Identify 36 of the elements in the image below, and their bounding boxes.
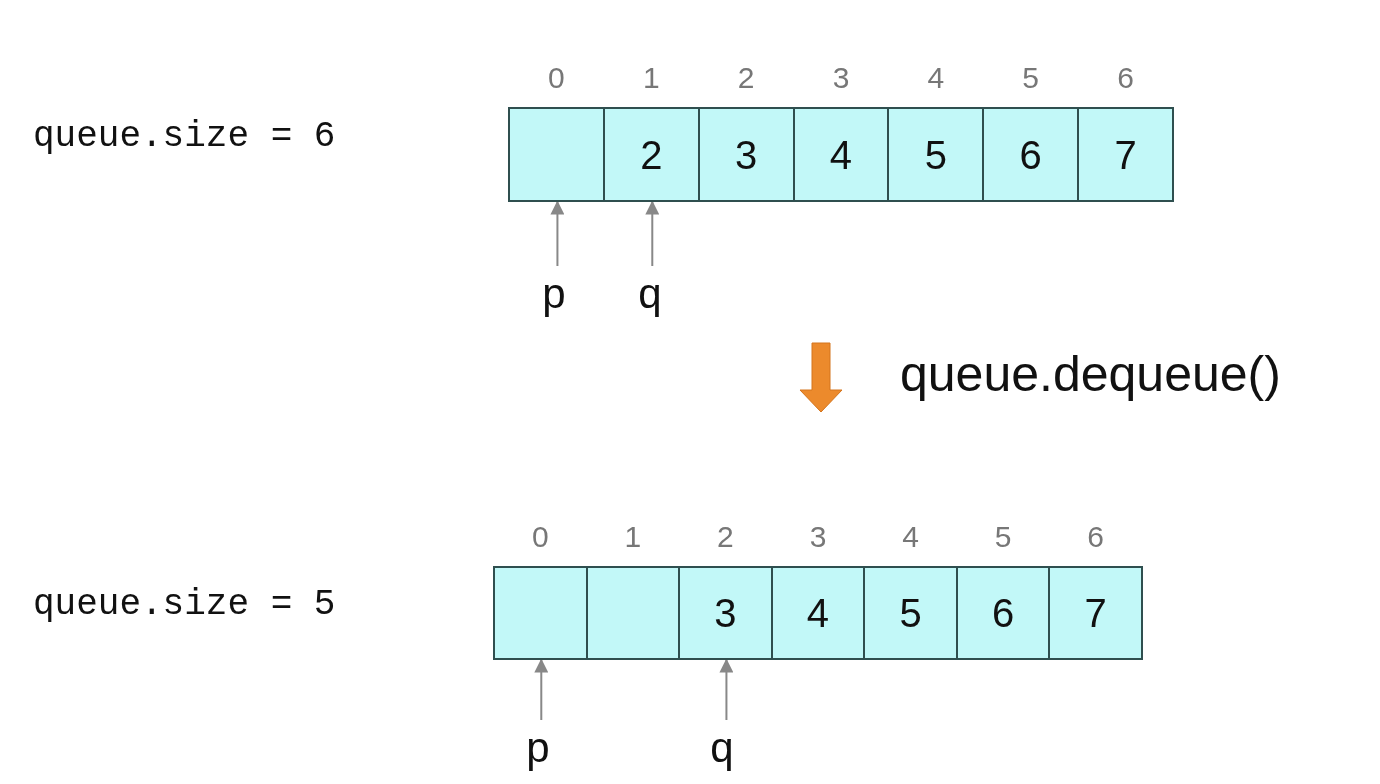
pointer-arrow: [719, 658, 734, 721]
cell-value: 7: [1113, 132, 1138, 177]
pointer-arrow: [534, 658, 549, 721]
cell-value: 3: [713, 590, 738, 636]
index-number: 3: [808, 520, 828, 554]
index-number: 6: [1116, 61, 1135, 95]
index-number: 2: [736, 61, 756, 95]
index-number: 1: [623, 520, 643, 554]
size-label: queue.size = 5: [33, 584, 336, 625]
operation-label: queue.dequeue(): [900, 345, 1281, 403]
pointer-label: q: [702, 726, 742, 770]
index-number: 4: [926, 61, 946, 95]
cell-value: 5: [923, 132, 948, 177]
cell-value: 6: [1018, 132, 1043, 177]
cell-value: 5: [898, 590, 923, 636]
pointer-label: p: [518, 726, 558, 770]
index-number: 5: [1021, 61, 1041, 95]
cell-value: 7: [1083, 590, 1108, 636]
index-number: 1: [641, 61, 661, 95]
index-number: 5: [993, 520, 1013, 554]
index-number: 6: [1086, 520, 1106, 554]
cell-value: 2: [639, 132, 664, 177]
pointer-arrow: [550, 200, 565, 267]
cell-value: 4: [828, 132, 854, 177]
index-number: 0: [530, 520, 550, 554]
pointer-label: q: [630, 272, 670, 316]
pointer-arrow: [645, 200, 660, 267]
size-label: queue.size = 6: [33, 116, 336, 157]
cell-value: 6: [991, 590, 1016, 636]
cell-value: 3: [734, 132, 759, 177]
index-number: 0: [547, 61, 566, 95]
index-number: 3: [831, 61, 851, 95]
index-number: 4: [901, 520, 920, 554]
pointer-label: p: [534, 272, 574, 316]
index-number: 2: [716, 520, 735, 554]
cell-value: 4: [805, 590, 831, 636]
